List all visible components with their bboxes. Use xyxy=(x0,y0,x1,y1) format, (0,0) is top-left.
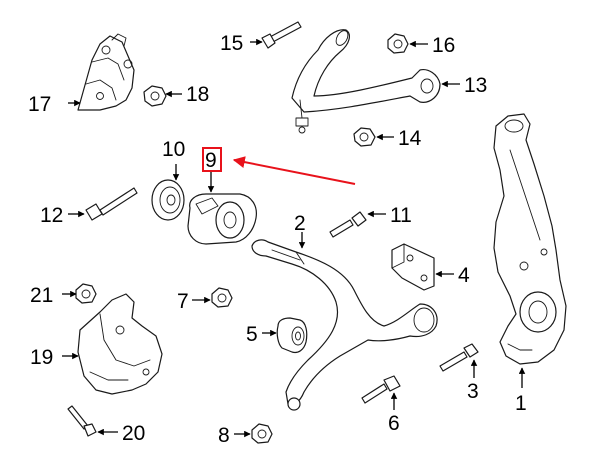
part-12-bolt xyxy=(85,187,138,221)
callout-2: 2 xyxy=(294,212,306,235)
callout-18: 18 xyxy=(186,83,209,106)
part-20-bolt xyxy=(67,405,97,437)
part-11-bolt xyxy=(329,211,367,238)
part-3-bolt xyxy=(439,343,479,372)
part-13-upper-arm xyxy=(291,29,441,134)
callout-17: 17 xyxy=(28,93,51,116)
callout-5: 5 xyxy=(246,323,258,346)
callout-7: 7 xyxy=(177,290,189,313)
callout-15: 15 xyxy=(220,32,243,55)
callout-11: 11 xyxy=(390,204,412,227)
part-5-bushing xyxy=(276,317,308,354)
callout-16: 16 xyxy=(432,34,455,57)
part-16-nut xyxy=(387,33,409,54)
part-10-washer xyxy=(151,179,185,221)
callout-20: 20 xyxy=(122,422,145,445)
part-21-nut xyxy=(75,283,97,304)
callout-9: 9 xyxy=(205,149,217,172)
callout-10: 10 xyxy=(162,138,185,161)
part-2-lower-arm xyxy=(251,239,438,411)
callout-21: 21 xyxy=(30,284,53,307)
part-7-nut xyxy=(211,287,233,308)
callout-1: 1 xyxy=(515,392,527,415)
callout-4: 4 xyxy=(458,264,470,287)
part-18-nut xyxy=(143,85,167,107)
part-15-bolt xyxy=(261,21,302,49)
part-19-shield xyxy=(77,293,163,395)
highlight-box xyxy=(202,147,222,172)
part-4-plate xyxy=(391,243,435,291)
callout-19: 19 xyxy=(30,346,53,369)
callout-14: 14 xyxy=(398,127,422,150)
callout-13: 13 xyxy=(464,74,487,97)
callout-8: 8 xyxy=(218,424,230,447)
part-9-bushing xyxy=(187,193,257,245)
callout-3: 3 xyxy=(467,380,479,403)
part-8-nut xyxy=(251,423,273,444)
part-6-bolt xyxy=(361,375,401,404)
callout-12: 12 xyxy=(40,204,63,227)
callout-labels: 17 18 15 16 13 14 10 9 12 11 2 4 21 7 5 … xyxy=(28,32,527,447)
part-14-nut xyxy=(353,127,376,147)
part-1-knuckle xyxy=(493,113,567,365)
callout-6: 6 xyxy=(388,412,400,435)
highlight-arrow xyxy=(232,156,356,185)
part-17-bracket xyxy=(77,33,135,111)
highlight-group xyxy=(202,147,356,185)
leader-lines xyxy=(62,38,526,438)
